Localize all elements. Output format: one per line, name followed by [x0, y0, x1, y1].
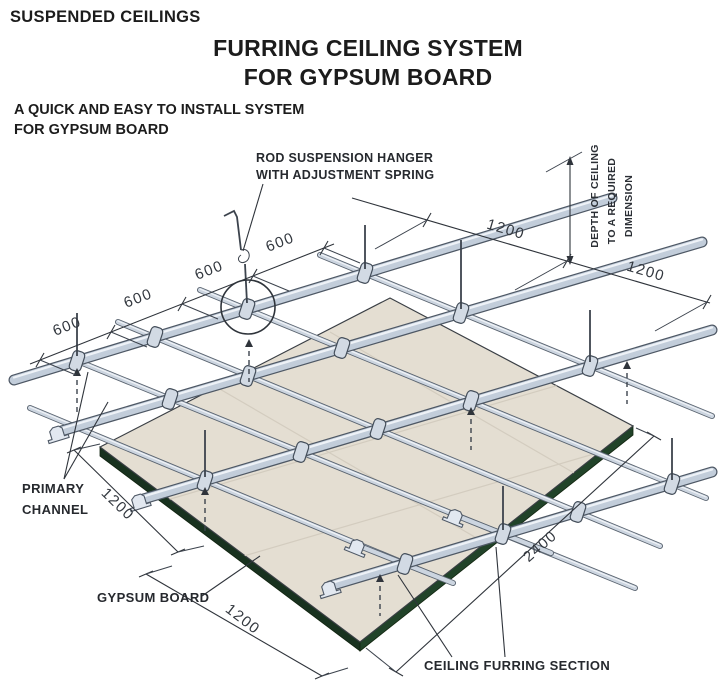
callout-primary-channel: PRIMARY CHANNEL: [22, 371, 109, 517]
rod-hanger-label-line2: WITH ADJUSTMENT SPRING: [256, 168, 434, 182]
header: SUSPENDED CEILINGS FURRING CEILING SYSTE…: [10, 8, 523, 138]
fixing-arrows: [73, 339, 631, 616]
page-subtitle-line2: FOR GYPSUM BOARD: [14, 122, 169, 138]
fixing-arrow: [467, 407, 475, 450]
channel-clip: [161, 388, 179, 410]
channel-clip: [292, 441, 310, 463]
channel-clip: [356, 262, 374, 284]
furring-section-rail: [115, 319, 663, 549]
channel-clips: [68, 262, 681, 575]
fixing-arrow: [245, 339, 253, 382]
primary-channel-leader: [63, 371, 89, 480]
channel-clip: [581, 355, 599, 377]
primary-channel-leader: [63, 401, 109, 480]
channel-clip: [494, 523, 512, 545]
fixing-arrow: [376, 574, 384, 616]
ceiling-furring-leader: [495, 546, 506, 658]
channel-end-cap: [319, 580, 342, 600]
hanger-hook: [223, 209, 242, 251]
fixing-arrow: [623, 361, 631, 404]
primary-channel-rail: [8, 192, 618, 386]
dim-label-600-4: 600: [263, 229, 296, 255]
dim-label-600-1: 600: [50, 313, 83, 339]
channel-clip: [569, 501, 587, 523]
dim-label-1200-left-1: 1200: [98, 485, 138, 524]
channel-clip: [239, 365, 257, 387]
primary-channel-label-line2: CHANNEL: [22, 502, 88, 517]
rod-suspension-hanger: [220, 209, 276, 335]
depth-label-line2: TO A REQUIRED: [606, 158, 618, 244]
channel-clip: [452, 302, 470, 324]
fixing-arrow: [73, 368, 81, 414]
page-title-line1: FURRING CEILING SYSTEM: [213, 35, 523, 61]
furring-section-rails: [27, 252, 715, 591]
channel-clip: [369, 418, 387, 440]
channel-clip: [146, 326, 164, 348]
rod-hanger-leader: [242, 183, 264, 252]
primary-channel-rail: [129, 324, 718, 513]
channel-end-cap: [47, 425, 70, 445]
dim-depth-group: DEPTH OF CEILING TO A REQUIRED DIMENSION: [545, 144, 635, 265]
page-subtitle-line1: A QUICK AND EASY TO INSTALL SYSTEM: [14, 102, 304, 118]
depth-label-line3: DIMENSION: [623, 175, 635, 237]
gypsum-board-label: GYPSUM BOARD: [97, 590, 209, 605]
channel-clip: [333, 337, 351, 359]
callout-ceiling-furring: CEILING FURRING SECTION: [397, 546, 610, 673]
channel-end-cap: [129, 493, 152, 513]
channel-clip: [663, 473, 681, 495]
primary-channel-rail: [319, 466, 718, 600]
channel-clip: [196, 470, 214, 492]
dim-label-600-2: 600: [121, 285, 154, 311]
page-eyebrow: SUSPENDED CEILINGS: [10, 8, 201, 26]
primary-channel-label-line1: PRIMARY: [22, 481, 84, 496]
detail-circle: [220, 279, 276, 335]
depth-label-line1: DEPTH OF CEILING: [589, 144, 601, 247]
dim-label-1200-top-2: 1200: [625, 258, 667, 285]
ceiling-furring-label: CEILING FURRING SECTION: [424, 658, 610, 673]
adjustment-spring: [237, 249, 250, 264]
rod-hanger-label-line1: ROD SUSPENSION HANGER: [256, 151, 433, 165]
channel-clip: [68, 350, 86, 372]
page-title-line2: FOR GYPSUM BOARD: [244, 64, 493, 90]
suspension-rods: [76, 209, 673, 530]
dim-label-600-3: 600: [192, 257, 225, 283]
fixing-arrow: [201, 487, 209, 532]
callout-rod-hanger: ROD SUSPENSION HANGER WITH ADJUSTMENT SP…: [242, 151, 434, 252]
hanger-rod-lower: [244, 263, 248, 304]
callout-gypsum-board: GYPSUM BOARD: [97, 555, 261, 605]
channel-clip: [396, 553, 414, 575]
channel-clip: [462, 390, 480, 412]
ceiling-furring-leader: [397, 574, 453, 658]
furring-section-rail: [197, 287, 709, 501]
gypsum-board-leader: [201, 555, 261, 597]
dim-label-1200-left-2: 1200: [222, 601, 263, 638]
channel-clip: [238, 298, 256, 320]
furring-section-rail: [317, 252, 715, 419]
